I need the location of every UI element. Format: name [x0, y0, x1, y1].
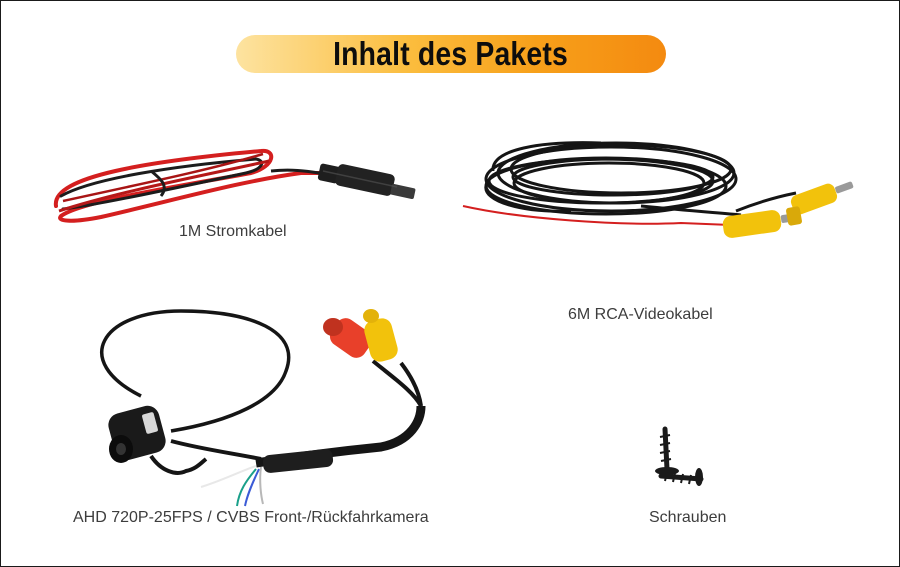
power-cable-icon [53, 148, 416, 223]
camera-icon [100, 309, 426, 507]
item-label-camera: AHD 720P-25FPS / CVBS Front-/Rückfahrkam… [73, 509, 429, 526]
item-label-power-cable: 1M Stromkabel [179, 223, 287, 240]
item-label-rca-cable: 6M RCA-Videokabel [568, 306, 713, 323]
screws-icon [655, 426, 704, 486]
page-title: Inhalt des Pakets [333, 35, 569, 72]
title-banner: Inhalt des Pakets [236, 35, 666, 73]
rca-video-cable-icon [462, 141, 854, 238]
item-label-screws: Schrauben [649, 509, 727, 526]
